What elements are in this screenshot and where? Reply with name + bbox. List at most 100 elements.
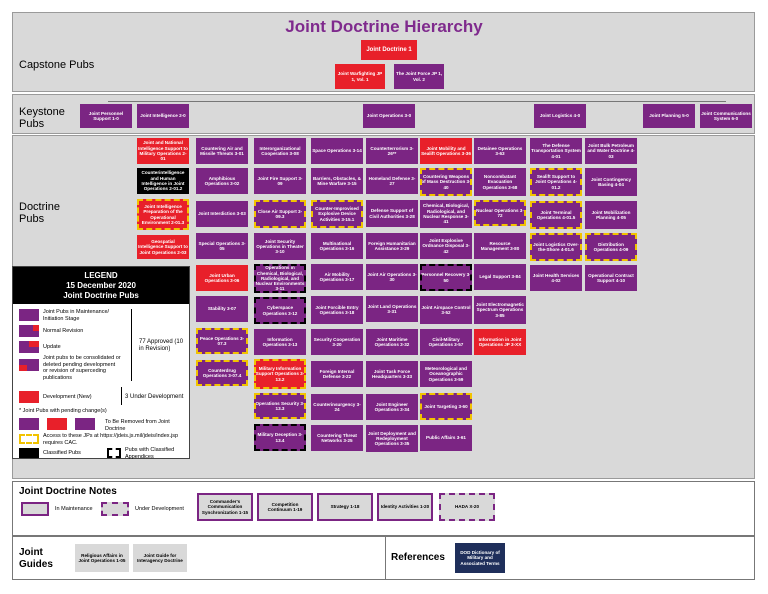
doctrine-jp3-05[interactable]: Special Operations 3-05 xyxy=(196,233,248,259)
doctrine-jp3-11[interactable]: Operations in Chemical, Biological, Radi… xyxy=(254,264,306,293)
note-jdn-1-18[interactable]: Strategy 1-18 xyxy=(317,493,373,521)
doctrine-jp3-14[interactable]: Space Operations 3-14 xyxy=(311,138,363,164)
doctrine-label: Defense Support of Civil Authorities 3-2… xyxy=(369,208,415,219)
doctrine-label: Foreign Humanitarian Assistance 3-29 xyxy=(368,240,416,251)
keystone-label: Joint Intelligence 2-0 xyxy=(140,113,186,119)
note-jdn-1-15[interactable]: Commander's Communication Synchronizatio… xyxy=(197,493,253,521)
doctrine-jp3-85[interactable]: Joint Electromagnetic Spectrum Operation… xyxy=(474,296,526,324)
guide-religious-affairs[interactable]: Religious Affairs in Joint Operations 1-… xyxy=(75,544,129,572)
doctrine-jp3-10[interactable]: Joint Security Operations in Theater 3-1… xyxy=(254,233,306,260)
reference-dod-dictionary[interactable]: DOD Dictionary of Military and Associate… xyxy=(455,543,505,573)
doctrine-jp3-84[interactable]: Legal Support 3-84 xyxy=(474,264,526,290)
doctrine-jp3-06[interactable]: Joint Urban Operations 3-06 xyxy=(196,265,248,291)
notes-maintenance: In Maintenance xyxy=(55,506,93,512)
doctrine-jp4-01-5[interactable]: Joint Terminal Operations 4-01.5 xyxy=(530,201,582,229)
doctrine-jp3-16[interactable]: Multinational Operations 3-16 xyxy=(311,233,363,259)
doctrine-label: Joint Air Operations 3-30 xyxy=(367,271,417,282)
keystone-label: Joint Communications System 6-0 xyxy=(701,110,751,121)
doctrine-jp3-12[interactable]: Cyberspace Operations 3-12 xyxy=(254,297,306,324)
keystone-label: Joint Planning 5-0 xyxy=(649,113,689,119)
doctrine-jp3-20[interactable]: Security Cooperation 3-20 xyxy=(311,329,363,355)
capstone-jp1[interactable]: Joint Doctrine 1 xyxy=(361,40,417,60)
doctrine-jp2-01-3[interactable]: Joint Intelligence Preparation of the Op… xyxy=(137,199,189,230)
doctrine-jp3-52[interactable]: Joint Airspace Control 3-52 xyxy=(420,296,472,324)
doctrine-jp4-02[interactable]: Joint Health Services 4-02 xyxy=(530,265,582,291)
doctrine-jp3-13-2[interactable]: Military Information Support Operations … xyxy=(254,359,306,389)
keystone-jp3-0[interactable]: Joint Operations 3-0 xyxy=(363,104,415,128)
doctrine-jp3-01[interactable]: Countering Air and Missile Threats 3-01 xyxy=(196,138,248,164)
doctrine-jp3-02[interactable]: Amphibious Operations 3-02 xyxy=(196,168,248,194)
doctrine-jp2-01[interactable]: Joint and National Intelligence Support … xyxy=(137,138,189,164)
doctrine-jp3-57[interactable]: Civil-Military Operations 3-57 xyxy=(420,329,472,355)
note-hada-x-20[interactable]: HADA X-20 xyxy=(439,493,495,521)
legend-maintenance: Joint Pubs in Maintenance/ Initiation St… xyxy=(43,309,110,322)
doctrine-jp3-72[interactable]: Nuclear Operations 3-72 xyxy=(474,200,526,226)
note-jdn-1-19[interactable]: Competition Continuum 1-19 xyxy=(257,493,313,521)
doctrine-jp3-13[interactable]: Information Operations 3-13 xyxy=(254,329,306,355)
doctrine-jp2-01-2[interactable]: Counterintelligence and Human Intelligen… xyxy=(137,168,189,194)
doctrine-jp3-07-3[interactable]: Peace Operations 3-07.3 xyxy=(196,328,248,354)
doctrine-jp4-01-6[interactable]: Joint Logistics Over-the-Shore 4-01.6 xyxy=(530,233,582,261)
doctrine-jp3-24[interactable]: Counterinsurgency 3-24 xyxy=(311,394,363,420)
keystone-jp6-0[interactable]: Joint Communications System 6-0 xyxy=(700,104,752,128)
doctrine-jp3-61[interactable]: Public Affairs 3-61 xyxy=(420,425,472,451)
doctrine-jp3-59[interactable]: Meteorological and Oceanographic Operati… xyxy=(420,361,472,387)
doctrine-jp3-18[interactable]: Joint Forcible Entry Operations 3-18 xyxy=(311,296,363,324)
doctrine-jp3-42[interactable]: Joint Explosive Ordnance Disposal 3-42 xyxy=(420,233,472,259)
doctrine-jp3-xx[interactable]: Information in Joint Operations JP 3-XX xyxy=(474,329,526,355)
doctrine-jp3-68[interactable]: Noncombatant Evacuation Operations 3-68 xyxy=(474,168,526,196)
doctrine-jp3-25[interactable]: Countering Threat Networks 3-25 xyxy=(311,425,363,451)
doctrine-jp3-28[interactable]: Defense Support of Civil Authorities 3-2… xyxy=(366,200,418,227)
doctrine-jp3-26[interactable]: Counterterrorism 3-26** xyxy=(366,138,418,164)
doctrine-jp3-80[interactable]: Resource Management 3-80 xyxy=(474,233,526,259)
doctrine-jp3-60[interactable]: Joint Targeting 3-60 xyxy=(420,393,472,420)
doctrine-jp3-13-3[interactable]: Operations Security 3-13.3 xyxy=(254,393,306,419)
doctrine-jp4-04[interactable]: Joint Contingency Basing 4-04 xyxy=(585,168,637,196)
keystone-jp2-0[interactable]: Joint Intelligence 2-0 xyxy=(137,104,189,128)
doctrine-jp3-63[interactable]: Detainee Operations 3-63 xyxy=(474,138,526,164)
doctrine-jp3-08[interactable]: Interorganizational Cooperation 3-08 xyxy=(254,138,306,164)
doctrine-jp3-13-4[interactable]: Military Deception 3-13.4 xyxy=(254,424,306,451)
doctrine-label: Operations Security 3-13.3 xyxy=(255,400,305,411)
doctrine-jp3-22[interactable]: Foreign Internal Defense 3-22 xyxy=(311,361,363,387)
doctrine-jp3-31[interactable]: Joint Land Operations 3-31 xyxy=(366,296,418,322)
doctrine-jp3-07-4[interactable]: Counterdrug Operations 3-07.4 xyxy=(196,360,248,386)
doctrine-jp3-35[interactable]: Joint Deployment and Redeployment Operat… xyxy=(366,425,418,452)
doctrine-jp4-09[interactable]: Distribution Operations 4-09 xyxy=(585,233,637,261)
doctrine-jp4-03[interactable]: Joint Bulk Petroleum and Water Doctrine … xyxy=(585,138,637,164)
doctrine-jp3-09-3[interactable]: Close Air Support 3-09.3 xyxy=(254,200,306,228)
doctrine-jp3-17[interactable]: Air Mobility Operations 3-17 xyxy=(311,264,363,290)
doctrine-jp3-27[interactable]: Homeland Defense 3-27 xyxy=(366,168,418,194)
doctrine-jp3-34[interactable]: Joint Engineer Operations 3-34 xyxy=(366,394,418,420)
doctrine-jp3-50[interactable]: Personnel Recovery 3-50 xyxy=(420,264,472,291)
keystone-jp1-0[interactable]: Joint Personnel Support 1-0 xyxy=(80,104,132,128)
doctrine-jp3-33[interactable]: Joint Task Force Headquarters 3-33 xyxy=(366,361,418,387)
doctrine-jp3-30[interactable]: Joint Air Operations 3-30 xyxy=(366,264,418,290)
doctrine-jp3-36[interactable]: Joint Mobility and Sealift Operations 3-… xyxy=(420,138,472,164)
legend-normal: Normal Revision xyxy=(43,328,84,334)
doctrine-jp3-07[interactable]: Stability 3-07 xyxy=(196,296,248,322)
doctrine-jp4-01[interactable]: The Defense Transportation System 4-01 xyxy=(530,138,582,164)
doctrine-jp3-03[interactable]: Joint Interdiction 3-03 xyxy=(196,201,248,227)
doctrine-jp4-05[interactable]: Joint Mobilization Planning 4-05 xyxy=(585,201,637,229)
doctrine-label: Geospatial Intelligence Support to Joint… xyxy=(138,239,188,255)
doctrine-jp4-10[interactable]: Operational Contract Support 4-10 xyxy=(585,265,637,291)
doctrine-jp3-09[interactable]: Joint Fire Support 3-09 xyxy=(254,168,306,194)
doctrine-jp2-03[interactable]: Geospatial Intelligence Support to Joint… xyxy=(137,235,189,259)
doctrine-label: Joint Engineer Operations 3-34 xyxy=(374,401,410,412)
doctrine-jp3-32[interactable]: Joint Maritime Operations 3-32 xyxy=(366,329,418,355)
doctrine-jp3-15[interactable]: Barriers, Obstacles, & Mine Warfare 3-15 xyxy=(311,168,363,194)
doctrine-jp3-41[interactable]: Chemical, Biological, Radiological, and … xyxy=(420,200,472,228)
doctrine-jp3-40[interactable]: Countering Weapons of Mass Destruction 3… xyxy=(420,168,472,196)
doctrine-label: Counterterrorism 3-26** xyxy=(370,145,414,156)
keystone-jp4-0[interactable]: Joint Logistics 4-0 xyxy=(534,104,586,128)
doctrine-jp3-29[interactable]: Foreign Humanitarian Assistance 3-29 xyxy=(366,233,418,259)
doctrine-label: Multinational Operations 3-16 xyxy=(319,240,355,251)
capstone-jp1-vol1[interactable]: Joint Warfighting JP 1, Vol. 1 xyxy=(335,64,385,89)
capstone-jp1-vol2[interactable]: The Joint Force JP 1, Vol. 2 xyxy=(394,64,444,89)
doctrine-jp4-01-2[interactable]: Sealift Support to Joint Operations 4-01… xyxy=(530,168,582,196)
keystone-jp5-0[interactable]: Joint Planning 5-0 xyxy=(643,104,695,128)
note-jdn-1-20[interactable]: Identity Activities 1-20 xyxy=(377,493,433,521)
guide-interagency[interactable]: Joint Guide for Interagency Doctrine xyxy=(133,544,187,572)
doctrine-jp3-15-1[interactable]: Counter-Improvised Explosive Device Acti… xyxy=(311,200,363,228)
